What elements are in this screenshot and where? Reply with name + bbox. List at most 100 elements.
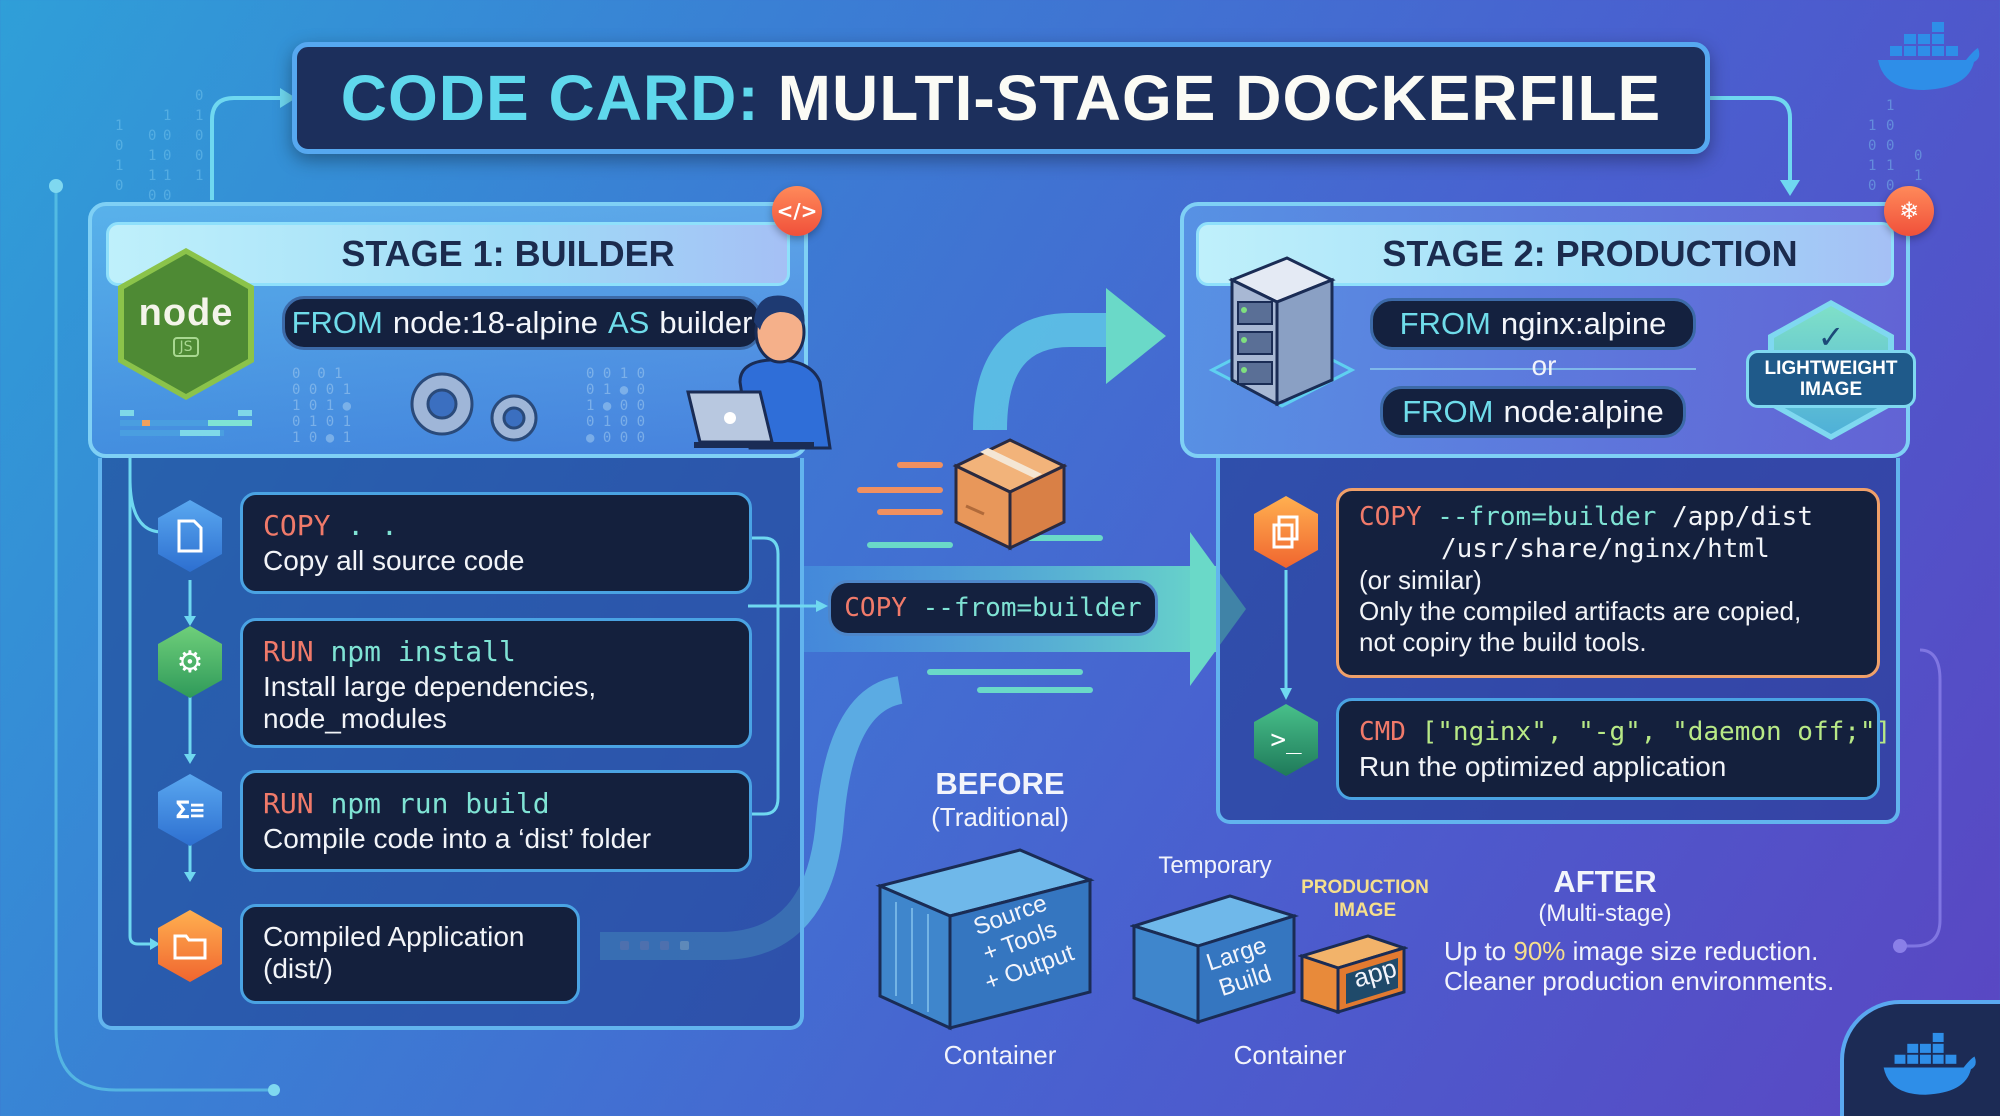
package-box-icon: [952, 438, 1068, 551]
from-keyword: FROM: [1399, 306, 1491, 341]
production-image-label: PRODUCTION IMAGE: [1290, 876, 1440, 922]
svg-text:0: 0: [195, 88, 203, 104]
svg-text:1: 1: [115, 118, 123, 134]
step-source-path: /app/dist: [1672, 502, 1813, 532]
temporary-container-icon: [1130, 894, 1300, 1025]
after-title: AFTER: [1553, 864, 1657, 899]
server-icon: [1208, 256, 1356, 408]
svg-text:0: 0: [1886, 178, 1894, 194]
temporary-caption: Container: [1233, 1040, 1347, 1070]
step-command: RUN: [263, 635, 314, 668]
production-label-line: PRODUCTION: [1301, 877, 1429, 898]
snowflake-icon: ❄: [1884, 186, 1934, 236]
benefit-text: image size reduction.: [1565, 936, 1819, 966]
file-icon: [158, 500, 222, 572]
progress-lines-decoration: [120, 410, 260, 440]
step-description: Install large dependencies,: [263, 671, 597, 702]
svg-text:0: 0: [195, 148, 203, 164]
step-npm-install: RUN npm install Install large dependenci…: [240, 618, 752, 748]
svg-text:1: 1: [1886, 158, 1894, 174]
badge-line2: IMAGE: [1799, 379, 1863, 400]
connector-dot: [49, 179, 63, 193]
step-description: Compile code into a ‘dist’ folder: [263, 823, 652, 854]
step-description: not copiry the build tools.: [1359, 627, 1647, 657]
step-description: Copy all source code: [263, 545, 525, 576]
svg-text:0: 0: [163, 148, 171, 164]
step-description: Only the compiled artifacts are copied,: [1359, 596, 1802, 626]
docker-whale-icon: [1883, 1032, 1976, 1095]
svg-text:0: 0: [115, 138, 123, 154]
step-copy-source: COPY . . Copy all source code: [240, 492, 752, 594]
lightweight-image-badge: ✓ LIGHTWEIGHT IMAGE: [1746, 300, 1916, 440]
connector-right-edge: [1900, 648, 1942, 948]
svg-text:0: 0: [148, 128, 156, 144]
svg-text:1: 1: [148, 168, 156, 184]
step-description: Run the optimized application: [1359, 751, 1727, 782]
temporary-label: Temporary: [1158, 852, 1272, 879]
svg-text:0: 0: [148, 188, 156, 204]
nodejs-logo: node JS: [118, 248, 254, 400]
svg-text:0: 0: [163, 128, 171, 144]
connector-title-left: [210, 96, 280, 200]
step-description: (or similar): [1359, 565, 1482, 595]
after-subtitle: (Multi-stage): [1538, 900, 1672, 927]
step-compiled-app: Compiled Application (dist/): [240, 904, 580, 1004]
before-caption: Container: [943, 1040, 1057, 1070]
title-main: MULTI-STAGE DOCKERFILE: [777, 62, 1662, 134]
svg-text:0: 0: [1886, 138, 1894, 154]
before-title: BEFORE: [935, 766, 1065, 801]
from-keyword: FROM: [1402, 394, 1494, 429]
svg-text:1: 1: [163, 108, 171, 124]
benefit-text: Up to: [1444, 936, 1514, 966]
base-image: node:18-alpine: [392, 305, 598, 340]
docker-whale-icon: [1878, 22, 1980, 90]
step-command: COPY: [263, 509, 331, 542]
step-flag: --from=builder: [1437, 502, 1657, 532]
svg-text:1: 1: [1914, 168, 1922, 184]
svg-text:0: 0: [1886, 118, 1894, 134]
transfer-command: COPY: [844, 593, 907, 623]
transfer-args: --from=builder: [922, 593, 1142, 623]
step-command: CMD: [1359, 717, 1406, 747]
arrow-up-path: [973, 313, 1110, 431]
step-command: RUN: [263, 787, 314, 820]
benefit-highlight: 90%: [1513, 936, 1566, 966]
stage1-flow-lines: [128, 458, 828, 950]
step-command: COPY: [1359, 502, 1422, 532]
before-container-icon: [875, 848, 1095, 1031]
svg-text:0: 0: [1868, 178, 1876, 194]
stage2-from-nginx: FROM nginx:alpine: [1370, 298, 1696, 350]
stage2-from-node: FROM node:alpine: [1380, 386, 1686, 438]
badge-line1: LIGHTWEIGHT: [1764, 358, 1898, 379]
as-keyword: AS: [607, 305, 650, 340]
binary-decoration: 0 0 1 0 0 0 1 1 0 1 ● 0 1 0 1 1 0 ● 1: [292, 366, 352, 446]
step-description: Compiled Application: [263, 921, 525, 952]
svg-text:0: 0: [195, 128, 203, 144]
svg-text:1: 1: [163, 168, 171, 184]
production-container-icon: [1298, 934, 1408, 1015]
svg-text:1: 1: [195, 168, 203, 184]
connector-title-right: [1710, 96, 1792, 180]
connector-dot: [1893, 939, 1907, 953]
connector-dot: [268, 1084, 280, 1096]
arrow-head-title-left: [280, 88, 296, 108]
connector-left-edge: [54, 180, 270, 1092]
page-title: CODE CARD: MULTI-STAGE DOCKERFILE: [292, 42, 1710, 154]
svg-text:0: 0: [163, 188, 171, 204]
step-args: ["nginx", "-g", "daemon off;"]: [1421, 717, 1892, 747]
before-subtitle: (Traditional): [931, 802, 1069, 832]
gear-icon: ⚙: [158, 626, 222, 698]
divider: [1370, 368, 1696, 370]
svg-text:0: 0: [115, 178, 123, 194]
step-description: (dist/): [263, 953, 333, 984]
arrow-up-head: [1106, 288, 1166, 384]
svg-text:1: 1: [1886, 98, 1894, 114]
stage1-from-instruction: FROM node:18-alpine AS builder: [282, 296, 762, 350]
title-accent: CODE CARD:: [340, 62, 760, 134]
step-args: npm run build: [330, 787, 550, 820]
copy-from-builder-label: COPY --from=builder: [828, 580, 1158, 636]
or-label: or: [1531, 350, 1557, 381]
svg-text:1: 1: [1868, 158, 1876, 174]
stage-alias: builder: [659, 305, 753, 340]
